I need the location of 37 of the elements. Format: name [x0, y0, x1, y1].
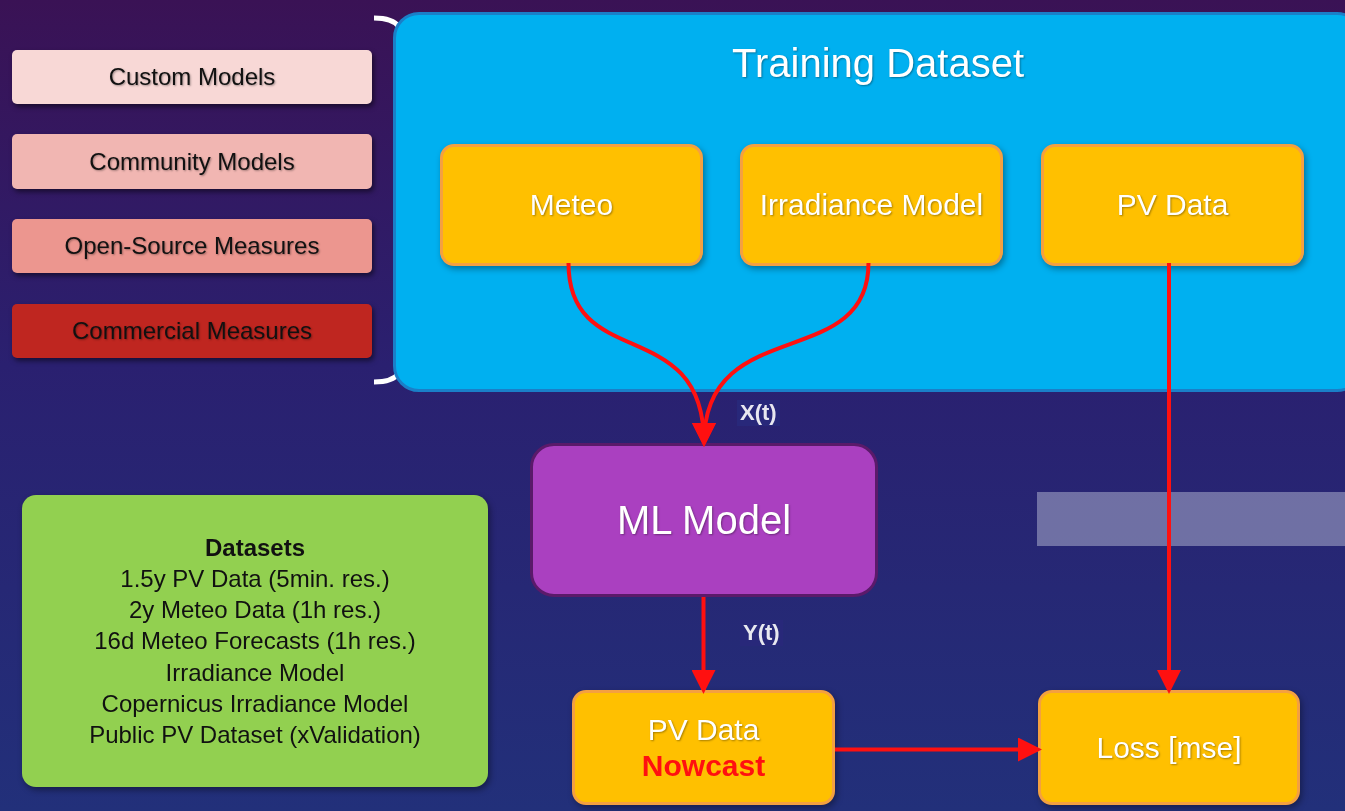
- box-label: Commercial Measures: [71, 317, 313, 345]
- box-label: Meteo: [529, 187, 614, 223]
- process-box: [740, 144, 1003, 266]
- box-label: Irradiance Model: [759, 187, 984, 223]
- dataset-panel: [393, 12, 1345, 392]
- box-label: PV Data: [647, 711, 760, 748]
- box-label: ML Model: [616, 497, 792, 543]
- source-box: [12, 219, 372, 273]
- arrow: [694, 262, 871, 447]
- process-box: [440, 144, 703, 266]
- box-label: Loss [mse]: [1096, 729, 1242, 766]
- process-box: [1041, 144, 1304, 266]
- box-label: Open-Source Measures: [64, 232, 320, 260]
- arrow: [691, 597, 716, 694]
- model-box: [530, 443, 878, 597]
- box-label: PV Data: [1116, 187, 1229, 223]
- process-box: [1038, 690, 1300, 805]
- arrow: [835, 737, 1042, 762]
- box-label: 1.5y PV Data (5min. res.): [120, 564, 390, 595]
- box-label: Copernicus Irradiance Model: [101, 688, 409, 719]
- box-label: 2y Meteo Data (1h res.): [128, 595, 382, 626]
- source-box: [12, 134, 372, 189]
- panel-title: Training Dataset: [732, 41, 1024, 86]
- source-box: [12, 304, 372, 358]
- box-label: Custom Models: [108, 63, 276, 91]
- source-box: [12, 50, 372, 104]
- edge-label: X(t): [737, 400, 780, 426]
- edge-label: Y(t): [740, 620, 783, 646]
- box-label: 16d Meteo Forecasts (1h res.): [94, 626, 416, 657]
- box-label: Public PV Dataset (xValidation): [89, 719, 421, 750]
- box-label: Community Models: [89, 147, 295, 176]
- arrow: [1157, 263, 1181, 694]
- box-label: Irradiance Model: [165, 657, 345, 688]
- process-box: [572, 690, 835, 805]
- box-label: Nowcast: [641, 747, 766, 784]
- info-heading: Datasets: [204, 532, 306, 563]
- info-box: [22, 495, 488, 787]
